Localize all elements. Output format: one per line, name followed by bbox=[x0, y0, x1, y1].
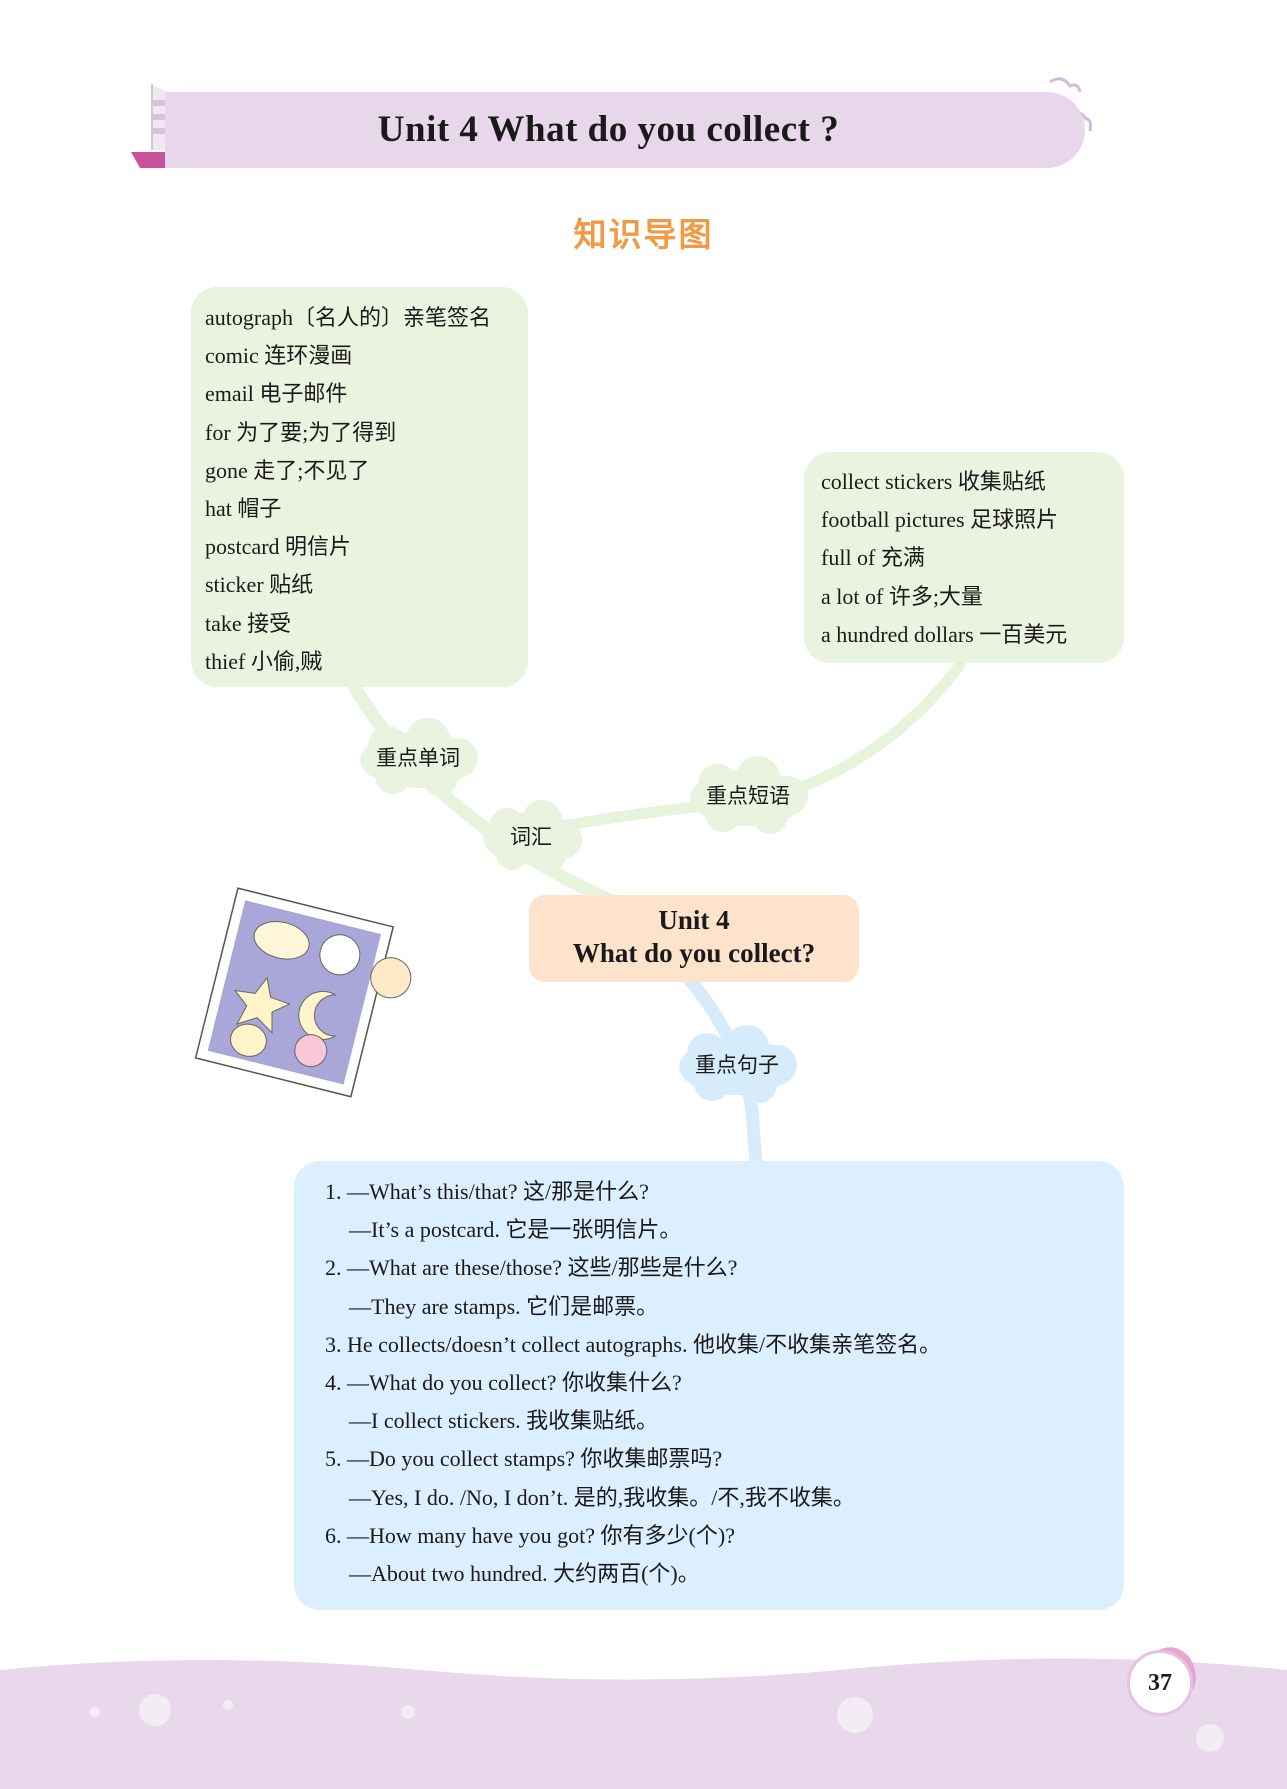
cloud-shape bbox=[679, 1025, 797, 1103]
phrase-item: football pictures 足球照片 bbox=[821, 507, 1059, 533]
header-banner bbox=[165, 92, 1085, 168]
sentence-item: —It’s a postcard. 它是一张明信片。 bbox=[349, 1217, 682, 1243]
cloud-shape bbox=[690, 756, 808, 834]
sentence-item: —About two hundred. 大约两百(个)。 bbox=[349, 1560, 700, 1586]
phrase-item: a hundred dollars 一百美元 bbox=[821, 621, 1068, 647]
phrase-item: collect stickers 收集贴纸 bbox=[821, 469, 1046, 494]
word-item: email 电子邮件 bbox=[205, 381, 348, 407]
key-sentences-box: 1. —What’s this/that? 这/那是什么? —It’s a po… bbox=[294, 1161, 1124, 1610]
word-item: hat 帽子 bbox=[205, 495, 282, 521]
page-number: 37 bbox=[1127, 1650, 1193, 1716]
footer-wave bbox=[0, 1658, 1287, 1789]
mindmap-center-node: Unit 4 What do you collect? bbox=[529, 895, 859, 982]
cloud-shape bbox=[360, 718, 478, 796]
page-title: Unit 4 What do you collect ? bbox=[377, 109, 840, 150]
sentence-item: 4. —What do you collect? 你收集什么? bbox=[325, 1369, 682, 1395]
node-key-words: 重点单词 bbox=[348, 718, 488, 800]
sentence-item: 5. —Do you collect stamps? 你收集邮票吗? bbox=[325, 1446, 723, 1472]
sentence-item: 6. —How many have you got? 你有多少(个)? bbox=[325, 1522, 735, 1548]
word-item: comic 连环漫画 bbox=[205, 343, 353, 369]
node-key-phrases: 重点短语 bbox=[678, 756, 818, 838]
node-vocab: 词汇 bbox=[472, 798, 590, 876]
word-item: take 接受 bbox=[205, 610, 292, 636]
sticker-sheet-illustration bbox=[194, 887, 412, 1098]
phrase-item: full of 充满 bbox=[821, 545, 925, 571]
cloud-shape bbox=[483, 800, 582, 872]
center-question: What do you collect? bbox=[572, 938, 816, 968]
section-title: 知识导图 bbox=[573, 218, 714, 254]
word-item: postcard 明信片 bbox=[205, 534, 352, 560]
word-item: for 为了要;为了得到 bbox=[205, 419, 397, 445]
sentence-item: 3. He collects/doesn’t collect autograph… bbox=[325, 1331, 942, 1357]
word-item: autograph〔名人的〕亲笔签名 bbox=[205, 305, 491, 330]
word-item: thief 小偷,贼 bbox=[205, 648, 323, 674]
sentence-item: —They are stamps. 它们是邮票。 bbox=[349, 1293, 659, 1319]
node-key-sentences: 重点句子 bbox=[667, 1025, 807, 1107]
dolphin-icon bbox=[1155, 1647, 1196, 1690]
sentence-item: 1. —What’s this/that? 这/那是什么? bbox=[325, 1179, 649, 1204]
footer-bubbles bbox=[90, 1694, 1224, 1752]
key-words-box: autograph〔名人的〕亲笔签名 comic 连环漫画 email 电子邮件… bbox=[191, 287, 528, 687]
sentence-item: —I collect stickers. 我收集贴纸。 bbox=[349, 1408, 659, 1434]
word-item: gone 走了;不见了 bbox=[205, 457, 370, 483]
center-unit: Unit 4 bbox=[658, 905, 730, 935]
phrase-item: a lot of 许多;大量 bbox=[821, 583, 983, 609]
word-item: sticker 贴纸 bbox=[205, 572, 314, 598]
sentence-item: —Yes, I do. /No, I don’t. 是的,我收集。/不,我不收集… bbox=[349, 1484, 855, 1510]
key-phrases-box: collect stickers 收集贴纸 football pictures … bbox=[804, 452, 1124, 663]
sentence-item: 2. —What are these/those? 这些/那些是什么? bbox=[325, 1255, 738, 1281]
